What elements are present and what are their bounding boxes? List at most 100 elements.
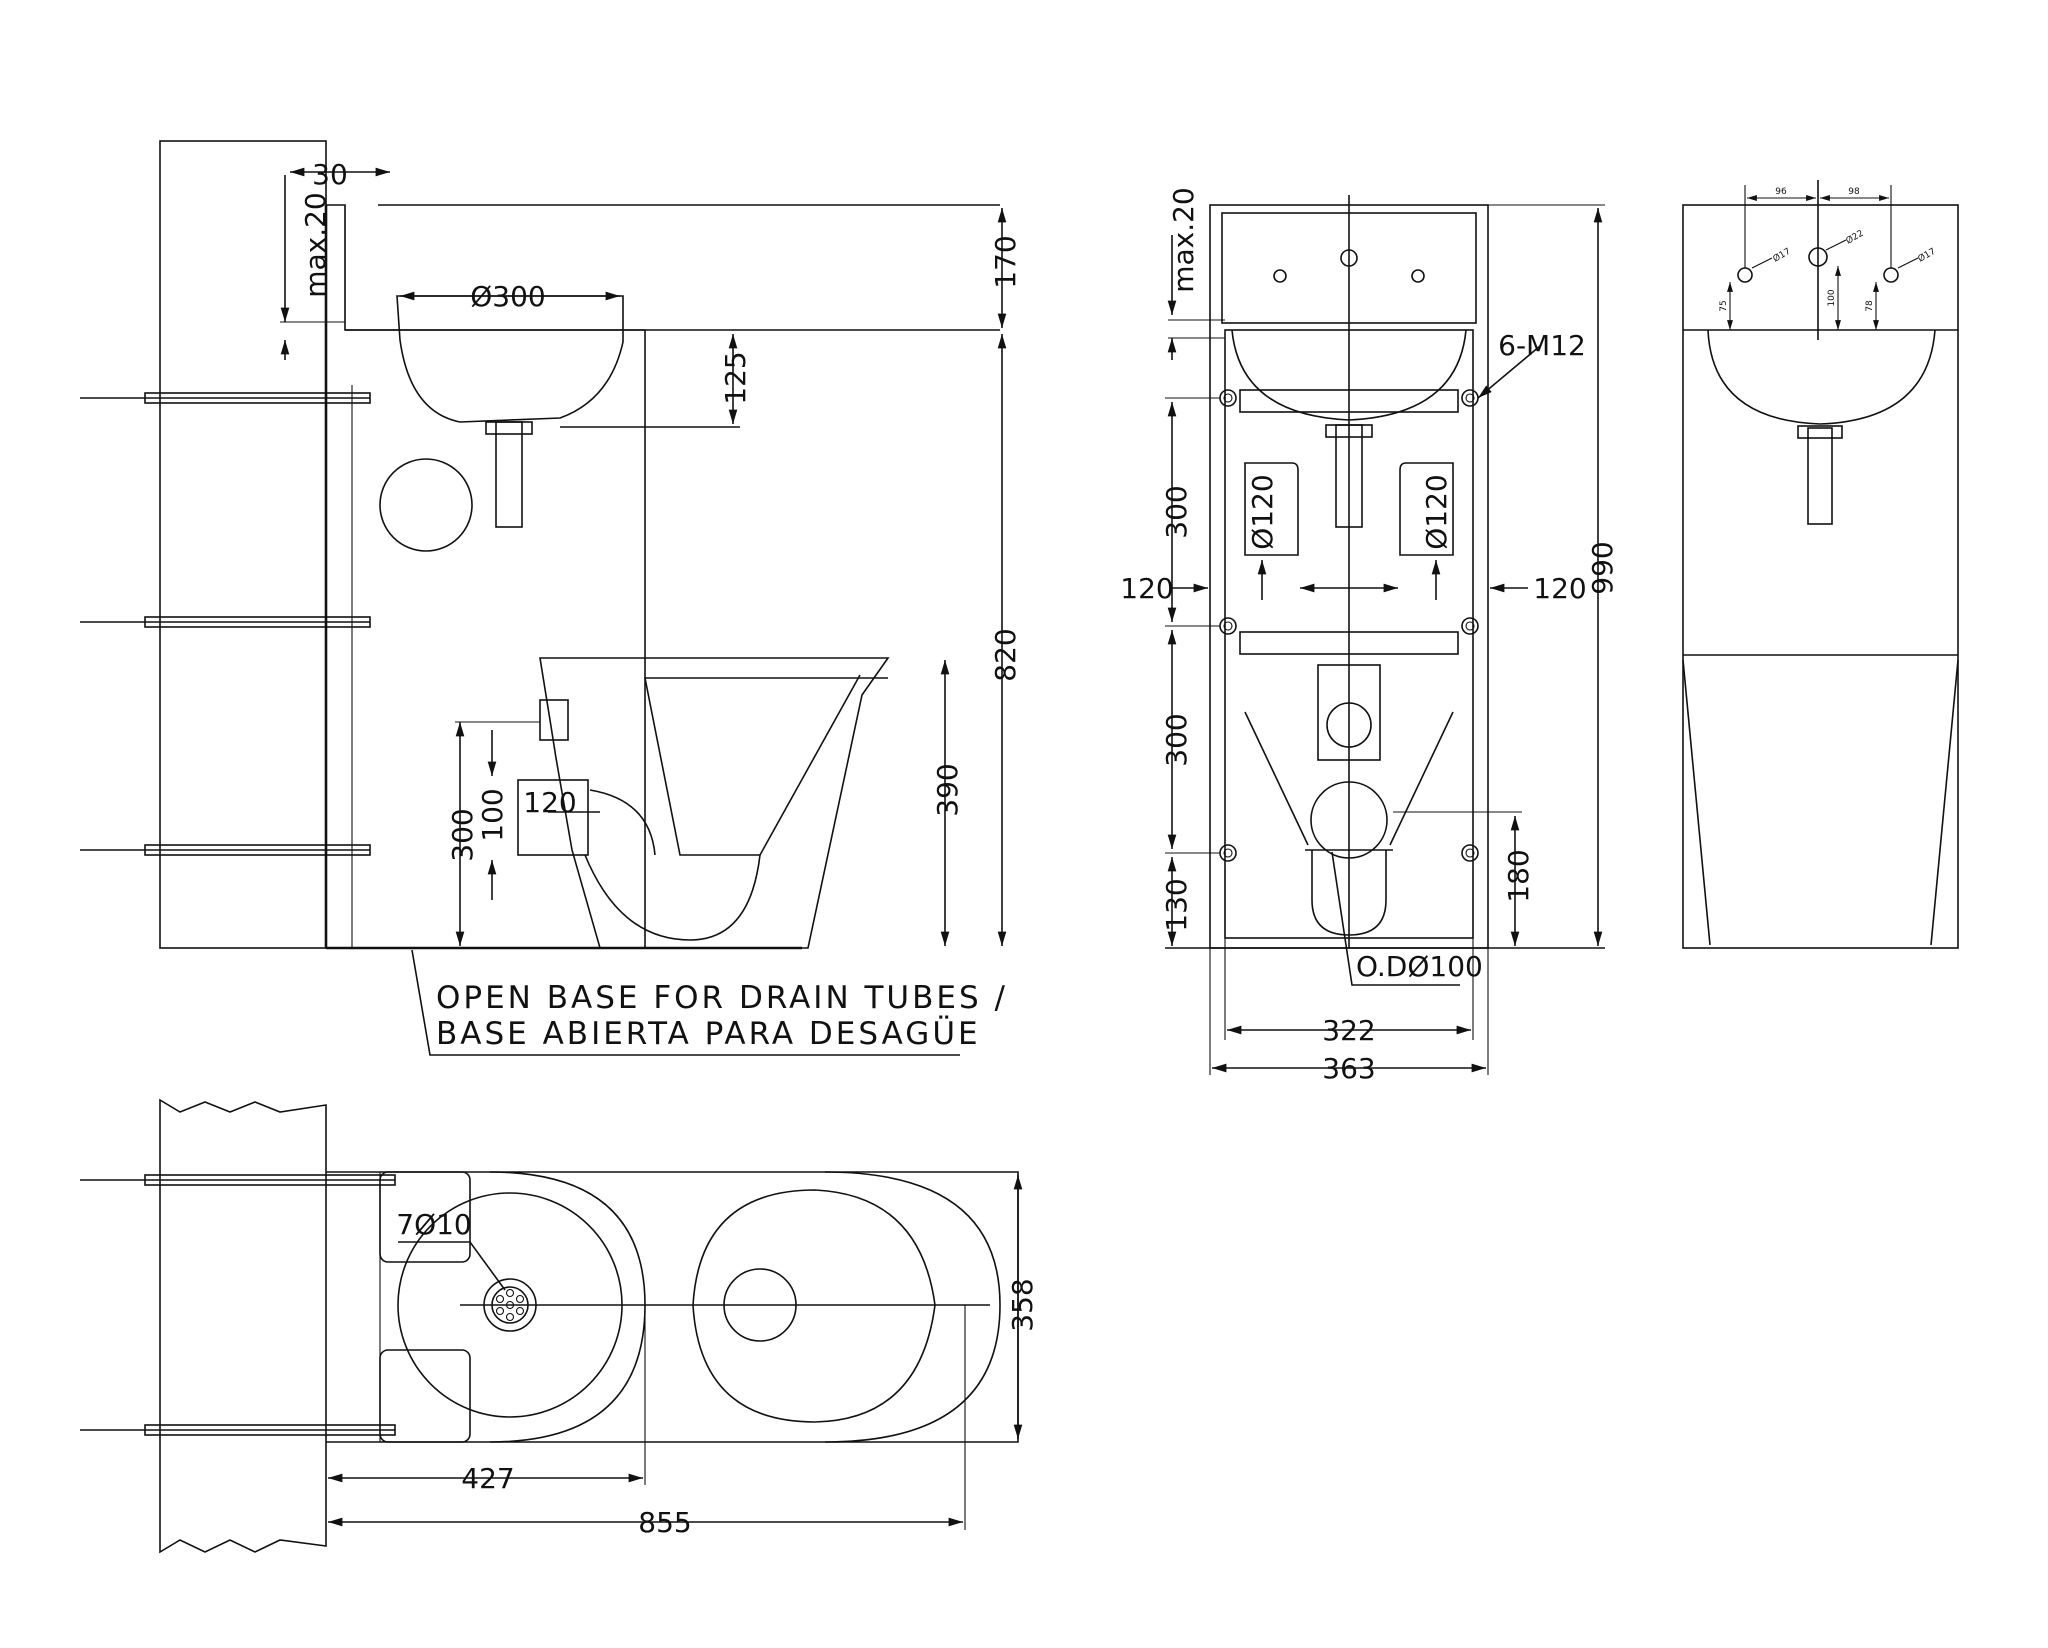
rear-hole-left-leader xyxy=(1751,257,1773,269)
plan-drain-hole-2 xyxy=(505,1288,515,1298)
plan-drain-hole-3 xyxy=(505,1312,515,1322)
front-band-middle xyxy=(1239,631,1459,655)
bolt-bottom-left xyxy=(1219,844,1237,862)
plan-drain-hole-7 xyxy=(515,1306,525,1316)
front-opening-left xyxy=(1244,462,1299,556)
rear-dim-hole-center: Ø22 xyxy=(1844,228,1866,247)
plan-wall xyxy=(159,1098,327,1554)
bolt-top-left-inner xyxy=(1223,393,1233,403)
basin-drain-cap xyxy=(485,421,533,435)
front-bolts-leader xyxy=(1477,345,1541,399)
plan-drain-hole-6 xyxy=(495,1306,505,1316)
rear-dim-100: 100 xyxy=(1827,289,1837,306)
front-dim-120-right: 120 xyxy=(1533,572,1586,605)
rear-basin-drain-cap xyxy=(1797,425,1843,439)
front-tap-hole-left xyxy=(1273,269,1287,283)
plan-corner-box-top xyxy=(379,1171,471,1263)
bolt-middle-right-inner xyxy=(1465,621,1475,631)
bolt-bottom-right xyxy=(1461,844,1479,862)
rear-dim-75: 75 xyxy=(1719,300,1729,311)
plan-dim-358: 358 xyxy=(1006,1278,1039,1331)
basin xyxy=(396,295,624,423)
dim-120: 120 xyxy=(523,786,576,819)
rear-hole-left xyxy=(1737,267,1753,283)
rear-taper-left xyxy=(1682,659,1711,946)
side-view: 30 max.20 Ø300 170 125 820 390 300 100 1… xyxy=(80,140,1022,1056)
flush-inlet xyxy=(539,699,569,741)
rear-hole-right-leader xyxy=(1897,257,1919,269)
basin-drain xyxy=(495,421,523,528)
plan-view: 7Ø10 358 427 855 xyxy=(80,1098,1039,1554)
front-outlet-leader xyxy=(1331,851,1460,986)
note-line-2: BASE ABIERTA PARA DESAGÜE xyxy=(436,1015,981,1052)
front-funnel-left xyxy=(1244,711,1309,846)
anchor-bolt-bottom xyxy=(80,844,371,856)
rear-dim-98: 98 xyxy=(1848,187,1860,197)
bolt-top-right xyxy=(1461,389,1479,407)
anchor-bolt-middle xyxy=(80,616,371,628)
plan-anchor-bolt-bottom xyxy=(80,1424,396,1436)
front-flush-box xyxy=(1317,664,1381,761)
rear-dim-96: 96 xyxy=(1775,187,1787,197)
front-view: max.20 6-M12 300 300 130 120 120 Ø120 Ø1… xyxy=(1120,187,1619,1085)
plan-toilet-outline xyxy=(824,1171,1001,1443)
drain-spigot xyxy=(517,779,589,856)
rear-outline xyxy=(1682,204,1959,949)
rear-dim-hole-right: Ø17 xyxy=(1916,246,1938,265)
plan-dim-427: 427 xyxy=(461,1462,514,1495)
bolt-middle-left-inner xyxy=(1223,621,1233,631)
front-tap-hole-center xyxy=(1340,249,1358,267)
dim-390: 390 xyxy=(931,763,964,816)
dim-300: 300 xyxy=(446,808,479,861)
front-dim-180: 180 xyxy=(1502,849,1535,902)
front-band-top xyxy=(1239,389,1459,413)
front-dim-990: 990 xyxy=(1586,541,1619,594)
front-funnel-right xyxy=(1389,711,1454,846)
front-basin xyxy=(1231,329,1467,421)
rear-dim-hole-left: Ø17 xyxy=(1771,246,1793,265)
bolt-middle-right xyxy=(1461,617,1479,635)
bolt-top-right-inner xyxy=(1465,393,1475,403)
bolt-bottom-left-inner xyxy=(1223,848,1233,858)
access-opening xyxy=(379,458,473,552)
plan-drain-hole-5 xyxy=(515,1294,525,1304)
plan-toilet-bowl xyxy=(692,1189,936,1423)
front-outlet-pipe xyxy=(1311,850,1387,936)
front-dim-363: 363 xyxy=(1322,1052,1375,1085)
front-flush-hole xyxy=(1326,702,1372,748)
front-dim-300-bottom: 300 xyxy=(1160,713,1193,766)
toilet-inner-bowl xyxy=(644,674,861,856)
plan-holes-leader xyxy=(398,1241,506,1291)
plan-anchor-bolt-top xyxy=(80,1174,396,1186)
rear-basin xyxy=(1707,329,1936,425)
dim-max20: max.20 xyxy=(299,192,332,298)
toilet-bowl xyxy=(539,657,890,949)
front-dim-opening-right: Ø120 xyxy=(1420,474,1453,549)
rear-basin-drain xyxy=(1807,427,1833,525)
note-leader xyxy=(411,949,960,1056)
front-basin-drain-cap xyxy=(1325,424,1373,438)
plan-corner-box-bottom xyxy=(379,1349,471,1443)
front-dim-opening-left: Ø120 xyxy=(1246,474,1279,549)
front-outlet xyxy=(1310,781,1388,859)
front-dim-outlet: O.DØ100 xyxy=(1356,950,1483,983)
front-dim-max20: max.20 xyxy=(1167,187,1200,293)
dim-170: 170 xyxy=(989,235,1022,288)
front-dim-300-top: 300 xyxy=(1160,485,1193,538)
plan-dim-855: 855 xyxy=(638,1506,691,1539)
front-dim-322: 322 xyxy=(1322,1014,1375,1047)
rear-dim-78: 78 xyxy=(1865,300,1875,312)
rear-taper-right xyxy=(1930,659,1959,946)
front-opening-right xyxy=(1399,462,1454,556)
bolt-middle-left xyxy=(1219,617,1237,635)
dim-100: 100 xyxy=(476,788,509,841)
rear-hole-right xyxy=(1883,267,1899,283)
plan-dim-holes: 7Ø10 xyxy=(396,1208,471,1241)
plan-drain-hole-4 xyxy=(495,1294,505,1304)
dim-820: 820 xyxy=(989,628,1022,681)
dim-basin-dia: Ø300 xyxy=(470,280,545,313)
dim-125: 125 xyxy=(719,351,752,404)
front-dim-120-left: 120 xyxy=(1120,572,1173,605)
dim-30: 30 xyxy=(312,158,348,191)
